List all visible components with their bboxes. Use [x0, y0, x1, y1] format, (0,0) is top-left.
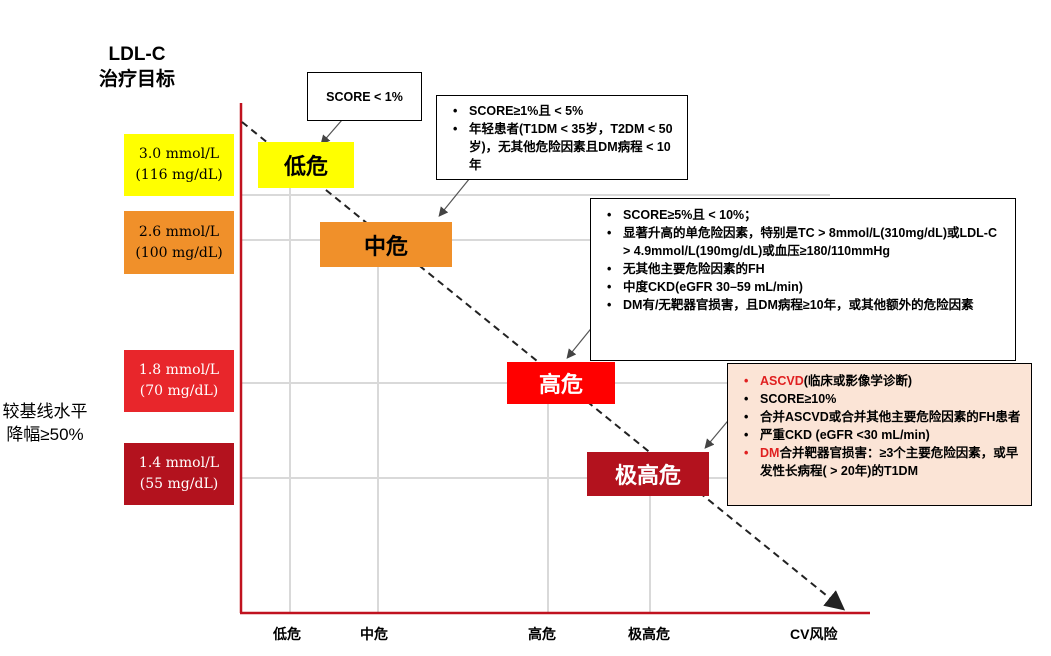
- risk-label-moderate: 中危: [320, 222, 452, 267]
- callout-moderate-risk: SCORE≥1%且 < 5% 年轻患者(T1DM < 35岁，T2DM < 50…: [436, 95, 688, 180]
- callout-high-item: 显著升高的单危险因素，特别是TC > 8mmol/L(310mg/dL)或LDL…: [607, 224, 1007, 260]
- callout-high-item: 无其他主要危险因素的FH: [607, 260, 1007, 278]
- target-low-mgdl: (116 mg/dL): [135, 167, 223, 183]
- target-low-mmol: 3.0 mmol/L: [138, 146, 220, 162]
- target-low: 3.0 mmol/L (116 mg/dL): [124, 134, 234, 196]
- x-label-moderate: 中危: [360, 626, 388, 642]
- x-label-cv-risk: CV风险: [790, 626, 838, 642]
- risk-label-low: 低危: [258, 142, 354, 188]
- target-moderate-mgdl: (100 mg/dL): [135, 244, 223, 261]
- risk-label-very-high: 极高危: [587, 452, 709, 496]
- target-very-high-mgdl: (55 mg/dL): [139, 476, 219, 492]
- target-moderate: 2.6 mmol/L (100 mg/dL): [124, 211, 234, 274]
- target-high-mmol: 1.8 mmol/L: [138, 362, 220, 378]
- target-moderate-mmol: 2.6 mmol/L: [138, 223, 220, 240]
- x-label-high: 高危: [528, 626, 556, 642]
- callout-very-high-item: 严重CKD (eGFR <30 mL/min): [744, 426, 1023, 444]
- pointer-low: [320, 119, 343, 145]
- callout-high-item: 中度CKD(eGFR 30–59 mL/min): [607, 278, 1007, 296]
- callout-moderate-item: SCORE≥1%且 < 5%: [453, 102, 679, 120]
- target-very-high: 1.4 mmol/L (55 mg/dL): [124, 443, 234, 505]
- x-label-low: 低危: [273, 626, 301, 642]
- callout-very-high-item: SCORE≥10%: [744, 390, 1023, 408]
- callout-high-item: SCORE≥5%且 < 10%；: [607, 206, 1007, 224]
- callout-very-high-item: 合并ASCVD或合并其他主要危险因素的FH患者: [744, 408, 1023, 426]
- callout-high-item: DM有/无靶器官损害，且DM病程≥10年，或其他额外的危险因素: [607, 296, 1007, 314]
- callout-high-risk: SCORE≥5%且 < 10%； 显著升高的单危险因素，特别是TC > 8mmo…: [590, 198, 1016, 361]
- callout-low-risk: SCORE < 1%: [307, 72, 422, 121]
- callout-very-high-item: ASCVD(临床或影像学诊断): [744, 372, 1023, 390]
- y-axis-title-line2: 治疗目标: [98, 69, 175, 90]
- callout-very-high-item: DM合并靶器官损害：≥3个主要危险因素，或早发性长病程( > 20年)的T1DM: [744, 444, 1023, 480]
- callout-very-high-risk: ASCVD(临床或影像学诊断) SCORE≥10% 合并ASCVD或合并其他主要…: [727, 363, 1032, 506]
- callout-moderate-item: 年轻患者(T1DM < 35岁，T2DM < 50岁)，无其他危险因素且DM病程…: [453, 120, 679, 174]
- target-very-high-mmol: 1.4 mmol/L: [138, 455, 220, 471]
- y-axis-title-line1: LDL-C: [108, 44, 166, 65]
- y-axis-title: LDL-C 治疗目标: [82, 42, 192, 92]
- target-high-mgdl: (70 mg/dL): [139, 383, 219, 399]
- baseline-reduction-note: 较基线水平降幅≥50%: [2, 402, 88, 444]
- pointer-moderate: [438, 177, 471, 217]
- callout-low-text: SCORE < 1%: [326, 89, 403, 104]
- risk-label-high: 高危: [507, 362, 615, 404]
- x-label-very-high: 极高危: [628, 626, 670, 642]
- target-high: 1.8 mmol/L (70 mg/dL): [124, 350, 234, 412]
